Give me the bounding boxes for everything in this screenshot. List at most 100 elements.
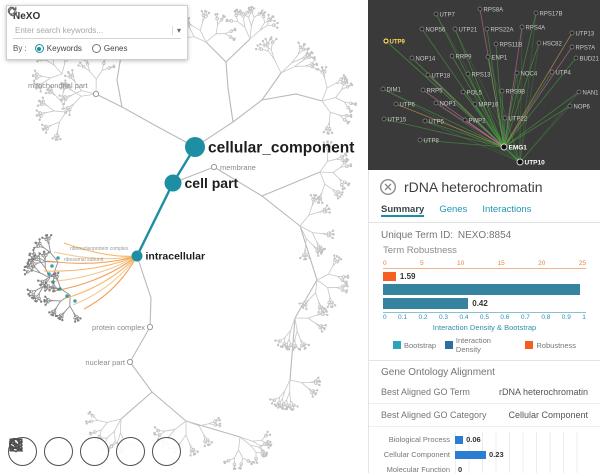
tree-node-label: nuclear part [85,358,126,367]
search-mode-row: By : Keywords Genes [13,44,181,53]
gene-node-noc4[interactable] [514,70,520,76]
radio-label: Keywords [46,44,82,53]
gene-node-utp15[interactable] [381,116,387,122]
gene-node-rrp5[interactable] [420,87,426,93]
gene-node-enp1[interactable] [485,54,491,60]
bar-robustness [383,272,396,282]
collapse-caret-icon[interactable]: ▾ [171,26,181,35]
gene-node-rps13[interactable] [465,71,471,77]
ontology-chain-edge [135,146,197,257]
gene-label: RPS11B [500,43,523,49]
go-chart-value: 0.06 [466,435,481,445]
gene-node-utp7[interactable] [433,11,439,17]
tab-genes[interactable]: Genes [439,204,468,215]
gene-node-pol5[interactable] [460,89,466,95]
radio-label: Genes [103,44,128,53]
radio-genes[interactable]: Genes [91,44,128,53]
gene-node-nan1[interactable] [576,89,582,95]
tree-node-cell_part[interactable] [164,174,182,192]
legend-label: Robustness [536,340,576,350]
go-chart-row-molecular-function: Molecular Function 0 [369,462,590,473]
tree-node-nuclear-part[interactable] [126,358,134,366]
tree-node-label-cell_part: cell part [185,175,239,191]
gene-node-utp18[interactable] [425,72,431,78]
gene-label: UTP22 [509,117,528,123]
tree-node-protein-complex[interactable] [146,323,154,331]
gene-node-utp9[interactable] [383,38,389,44]
gene-node-nop6[interactable] [567,103,573,109]
gene-node-hsc82[interactable] [536,40,542,46]
gene-node-dim1[interactable] [380,86,386,92]
tree-node-mitochondrial-part[interactable] [92,90,100,98]
gene-label: UTP10 [525,160,546,167]
go-row-value: Cellular Component [508,410,588,421]
expand-branches-button[interactable] [11,437,145,466]
gene-label: UTP21 [459,28,478,34]
gene-node-pwp2[interactable] [462,117,468,123]
network-edges [382,8,580,163]
gene-node-utp5[interactable] [422,118,428,124]
gene-node-bud21[interactable] [573,55,579,61]
zoom-out-button[interactable] [9,437,73,466]
go-chart-category: Biological Process [388,435,450,445]
radio-keywords[interactable]: Keywords [34,44,82,53]
gene-node-rps17b[interactable] [533,10,539,16]
gene-node-rrp9[interactable] [449,53,455,59]
legend-swatch [525,341,534,350]
gene-node-utp6[interactable] [393,101,399,107]
gene-node-mpp10[interactable] [472,101,478,107]
legend-item-bootstrap: Bootstrap [393,336,436,354]
gene-node-nop1[interactable] [433,100,439,106]
axis-tick: 10 [456,260,465,267]
gene-label: DIM1 [387,88,402,94]
axis-tick: 5 [419,260,424,267]
gene-label: UTP5 [429,120,445,126]
gene-label: NOP1 [440,102,457,108]
gene-node-rps8a[interactable] [477,6,483,12]
unique-term-id: Unique Term ID: NEXO:8854 [369,223,600,242]
gene-node-utp10[interactable] [516,158,524,166]
bar-row-interaction-density: 0.42 [383,298,586,310]
gene-label: UTP13 [576,32,595,38]
gene-node-rps7a[interactable] [569,44,575,50]
gene-node-rps4a[interactable] [519,24,525,30]
gene-node-utp13[interactable] [569,30,575,36]
gene-node-rps11b[interactable] [493,41,499,47]
by-label: By : [13,44,27,53]
axis-tick: 0.7 [520,314,530,322]
axis-tick: 0.1 [398,314,408,322]
gene-node-utp22[interactable] [502,115,508,121]
tree-node-intracellular[interactable] [131,250,143,262]
tab-interactions[interactable]: Interactions [482,204,532,215]
radio-dot [91,44,101,53]
tree-node-label: protein complex [92,323,145,332]
gene-node-rps22a[interactable] [484,26,490,32]
gene-label: ENP1 [492,56,508,62]
tab-summary[interactable]: Summary [381,204,425,215]
tree-node-cellular_component[interactable] [185,137,205,157]
gene-node-rps9b[interactable] [499,88,505,94]
gene-label: RRP9 [456,55,473,61]
gene-node-nop56[interactable] [419,26,425,32]
gene-node-utp21[interactable] [452,26,458,32]
gene-node-nop14[interactable] [409,55,415,61]
gene-node-utp4[interactable] [549,69,555,75]
fit-view-button[interactable] [9,437,109,466]
close-icon [379,178,397,196]
layers-button[interactable] [9,437,181,466]
tree-node-membrane[interactable] [210,163,218,171]
axis-tick: 0.9 [561,314,571,322]
gene-label: NOP56 [426,28,446,34]
search-input[interactable] [13,25,163,36]
go-chart-category: Molecular Function [386,465,450,473]
go-chart-value: 0 [458,465,463,473]
gene-node-emg1[interactable] [500,143,508,151]
close-button[interactable] [379,178,397,196]
bar-interaction-density [383,298,469,310]
gene-node-utp8[interactable] [417,137,423,143]
